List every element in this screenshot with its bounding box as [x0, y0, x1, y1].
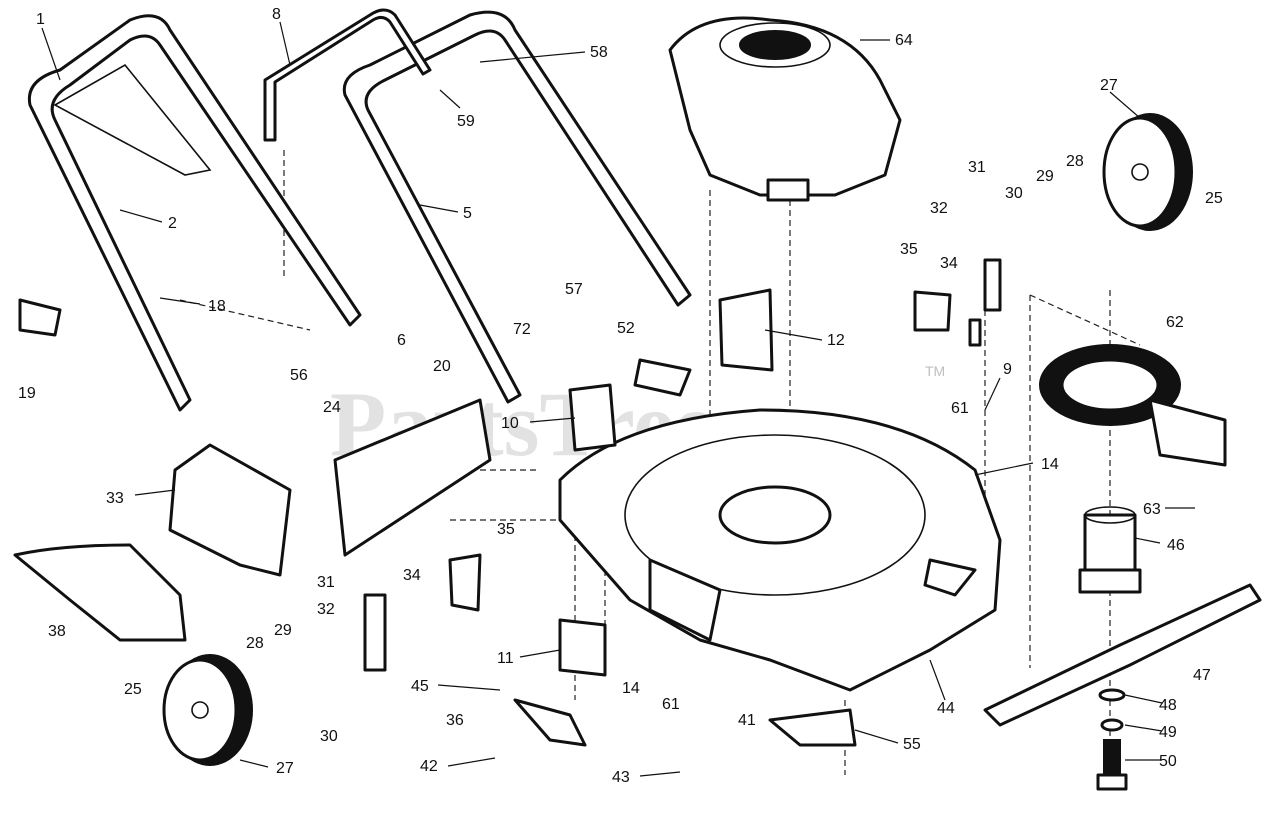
rear-deflector — [333, 398, 492, 557]
callout-72: 72 — [513, 321, 531, 338]
rear-door — [168, 443, 292, 577]
callout-27-bottom: 27 — [276, 760, 294, 777]
blade-adapter — [1078, 506, 1142, 594]
wheel-rear-right — [1102, 113, 1193, 231]
callout-12: 12 — [827, 332, 845, 349]
callout-8: 8 — [272, 6, 281, 23]
callout-61-top: 61 — [951, 400, 969, 417]
rear-bracket — [568, 383, 617, 452]
callout-59: 59 — [457, 113, 475, 130]
callout-50: 50 — [1159, 753, 1177, 770]
callout-56: 56 — [290, 367, 308, 384]
callout-64: 64 — [895, 32, 913, 49]
callout-49: 49 — [1159, 724, 1177, 741]
mulch-plug-tab — [633, 358, 692, 397]
callout-47: 47 — [1193, 667, 1211, 684]
callout-18: 18 — [208, 298, 226, 315]
callout-55: 55 — [903, 736, 921, 753]
axle-bracket — [558, 618, 607, 677]
callout-10: 10 — [501, 415, 519, 432]
front-axle-bracket — [513, 698, 587, 747]
callout-45: 45 — [411, 678, 429, 695]
callout-labels: 1 8 58 64 27 2 59 5 31 28 25 29 32 30 35… — [18, 6, 1223, 786]
callout-32-bottom: 32 — [317, 601, 335, 618]
callout-25-bottom: 25 — [124, 681, 142, 698]
callout-28-bottom: 28 — [246, 635, 264, 652]
callout-36: 36 — [446, 712, 464, 729]
callout-35-bottom: 35 — [497, 521, 515, 538]
callout-29: 29 — [1036, 168, 1054, 185]
callout-52: 52 — [617, 320, 635, 337]
height-adjuster-plate-right — [913, 290, 952, 332]
callout-38: 38 — [48, 623, 66, 640]
engine-bracket — [718, 288, 774, 372]
callout-25: 25 — [1205, 190, 1223, 207]
callout-42: 42 — [420, 758, 438, 775]
callout-5: 5 — [463, 205, 472, 222]
callout-14-top: 14 — [1041, 456, 1059, 473]
callout-57: 57 — [565, 281, 583, 298]
callout-20: 20 — [433, 358, 451, 375]
callout-58: 58 — [590, 44, 608, 61]
callout-61-bottom: 61 — [662, 696, 680, 713]
callout-11: 11 — [497, 650, 514, 667]
callout-27: 27 — [1100, 77, 1118, 94]
engine — [668, 16, 902, 202]
control-bail — [263, 8, 432, 142]
discharge-chute — [13, 543, 187, 642]
callout-31: 31 — [968, 159, 986, 176]
callout-9: 9 — [1003, 361, 1012, 378]
watermark-trademark: TM — [925, 363, 945, 379]
callout-28: 28 — [1066, 153, 1084, 170]
wheel-front-left — [162, 654, 253, 766]
mower-deck — [558, 408, 1002, 692]
height-lever-left — [363, 593, 387, 672]
handle-knob — [18, 298, 62, 337]
spring-plate — [968, 318, 982, 347]
height-lever-right — [983, 258, 1002, 312]
callout-31-bottom: 31 — [317, 574, 335, 591]
callout-46: 46 — [1167, 537, 1185, 554]
handle-right — [342, 10, 692, 404]
callout-6-top: 6 — [397, 332, 406, 349]
callout-1: 1 — [36, 11, 45, 28]
blade-bolt-stack — [1096, 688, 1128, 791]
callout-34-bottom: 34 — [403, 567, 421, 584]
callout-19: 19 — [18, 385, 36, 402]
callout-32: 32 — [930, 200, 948, 217]
callout-34: 34 — [940, 255, 958, 272]
callout-33: 33 — [106, 490, 124, 507]
callout-30: 30 — [1005, 185, 1023, 202]
handle-left — [27, 14, 362, 412]
callout-62: 62 — [1166, 314, 1184, 331]
callout-30-bottom: 30 — [320, 728, 338, 745]
blade-adapter-housing — [1039, 344, 1227, 467]
callout-63: 63 — [1143, 501, 1161, 518]
callout-29-bottom: 29 — [274, 622, 292, 639]
callout-24: 24 — [323, 399, 341, 416]
callout-leader-lines — [41, 21, 1195, 777]
callout-2: 2 — [168, 215, 177, 232]
mower-blade — [983, 583, 1262, 727]
callout-44: 44 — [937, 700, 955, 717]
callout-41: 41 — [738, 712, 756, 729]
callout-48: 48 — [1159, 697, 1177, 714]
callout-35: 35 — [900, 241, 918, 258]
height-adjuster-plate-left — [448, 553, 482, 612]
callout-43: 43 — [612, 769, 630, 786]
baffle-clip — [768, 708, 857, 747]
callout-14-bottom: 14 — [622, 680, 640, 697]
